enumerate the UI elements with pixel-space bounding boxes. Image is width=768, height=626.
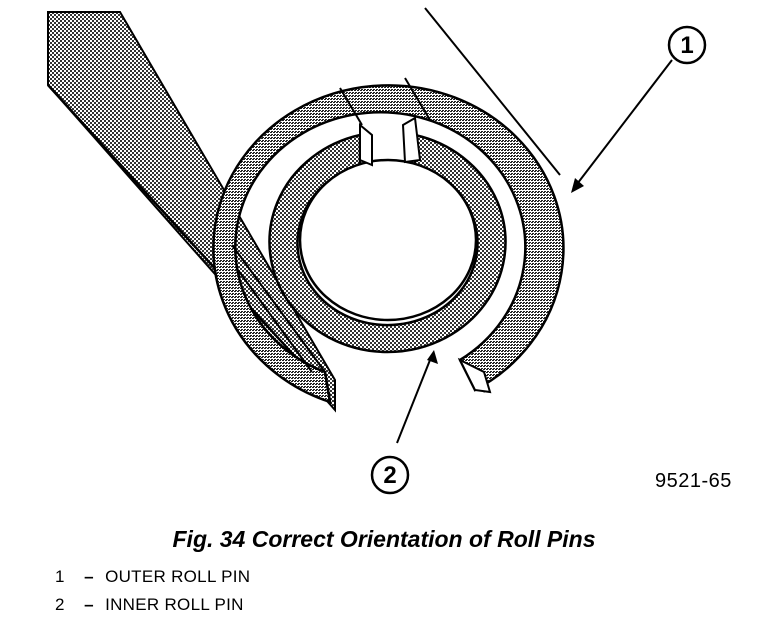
callout-2: 2 [370, 350, 438, 495]
callout-1: 1 [571, 25, 707, 193]
figure-code: 9521-65 [655, 470, 732, 492]
callout-2-number: 2 [383, 462, 396, 489]
legend-item: 2 – INNER ROLL PIN [55, 595, 244, 615]
figure-caption: Fig. 34 Correct Orientation of Roll Pins [172, 526, 596, 552]
outer-roll-pin [212, 84, 565, 404]
roll-pin-diagram: 1 2 [47, 7, 707, 495]
inner-roll-pin [268, 116, 507, 354]
callout-1-number: 1 [680, 32, 693, 59]
legend-dash: – [84, 567, 94, 586]
legend-label: INNER ROLL PIN [105, 595, 244, 614]
legend-number: 2 [55, 595, 65, 614]
legend-label: OUTER ROLL PIN [105, 567, 251, 586]
shaft-body [47, 7, 561, 413]
legend-dash: – [84, 595, 94, 614]
legend-number: 1 [55, 567, 65, 586]
outer-pin-slot-lines [231, 77, 431, 373]
legend-item: 1 – OUTER ROLL PIN [55, 567, 250, 587]
